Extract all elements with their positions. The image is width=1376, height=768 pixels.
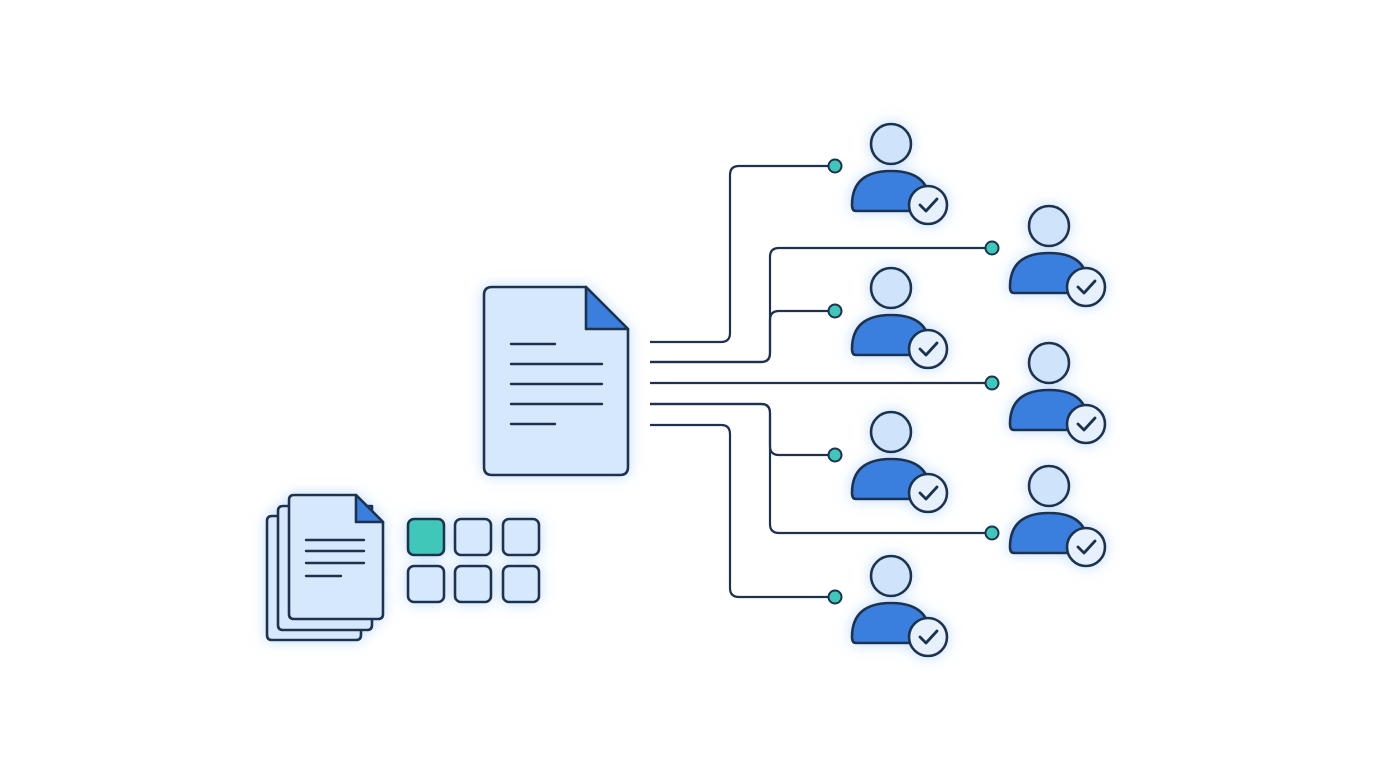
connector-lines bbox=[650, 158, 1000, 605]
document-icon bbox=[482, 285, 630, 477]
check-icon bbox=[918, 197, 939, 213]
connector-dot-1 bbox=[827, 158, 843, 174]
connector-dot-5 bbox=[827, 447, 843, 463]
grid-tiles-icon bbox=[406, 517, 541, 604]
connector-line-6 bbox=[650, 402, 992, 535]
user-check-icon bbox=[850, 266, 949, 370]
user-head bbox=[1027, 341, 1071, 385]
connector-line-1 bbox=[650, 164, 835, 344]
source-document-fold bbox=[584, 285, 630, 331]
grid-tile-4 bbox=[406, 564, 446, 604]
stack-sheet-front-sheet bbox=[287, 493, 385, 621]
user-head bbox=[869, 410, 913, 454]
user-check-icon bbox=[1008, 464, 1107, 568]
connector-dot-6 bbox=[984, 525, 1000, 541]
stack-sheet-front-fold bbox=[354, 493, 385, 524]
source-document-sheet bbox=[482, 285, 630, 477]
grid-tile-2 bbox=[453, 517, 493, 557]
grid-tile-3 bbox=[501, 517, 541, 557]
user-head bbox=[1027, 204, 1071, 248]
connector-line-3 bbox=[650, 309, 835, 364]
user-check-icon bbox=[1008, 204, 1107, 308]
check-badge bbox=[907, 472, 949, 514]
user-head bbox=[1027, 464, 1071, 508]
check-icon bbox=[1076, 539, 1097, 555]
user-check-icon bbox=[1008, 341, 1107, 445]
connector-dot-3 bbox=[827, 303, 843, 319]
check-badge bbox=[907, 328, 949, 370]
grid-tile-1 bbox=[406, 517, 446, 557]
grid-tile-5 bbox=[453, 564, 493, 604]
connector-dot-4 bbox=[984, 375, 1000, 391]
check-icon bbox=[1076, 416, 1097, 432]
check-icon bbox=[918, 485, 939, 501]
connector-line-5 bbox=[650, 402, 835, 457]
grid-tile-6 bbox=[501, 564, 541, 604]
check-icon bbox=[918, 341, 939, 357]
user-head bbox=[869, 266, 913, 310]
check-badge bbox=[1065, 266, 1107, 308]
user-check-icon bbox=[850, 122, 949, 226]
user-check-icon bbox=[850, 554, 949, 658]
check-badge bbox=[1065, 526, 1107, 568]
user-head bbox=[869, 122, 913, 166]
stack-sheet-front bbox=[287, 493, 385, 621]
connector-dot-2 bbox=[984, 240, 1000, 256]
check-icon bbox=[918, 629, 939, 645]
check-badge bbox=[907, 616, 949, 658]
user-check-icon bbox=[850, 410, 949, 514]
check-badge bbox=[1065, 403, 1107, 445]
recipient-list bbox=[850, 122, 1107, 658]
check-badge bbox=[907, 184, 949, 226]
connector-line-7 bbox=[650, 423, 835, 599]
source-document bbox=[482, 285, 630, 477]
user-head bbox=[869, 554, 913, 598]
check-icon bbox=[1076, 279, 1097, 295]
connector-dot-7 bbox=[827, 589, 843, 605]
document-stack-icon bbox=[265, 493, 385, 642]
